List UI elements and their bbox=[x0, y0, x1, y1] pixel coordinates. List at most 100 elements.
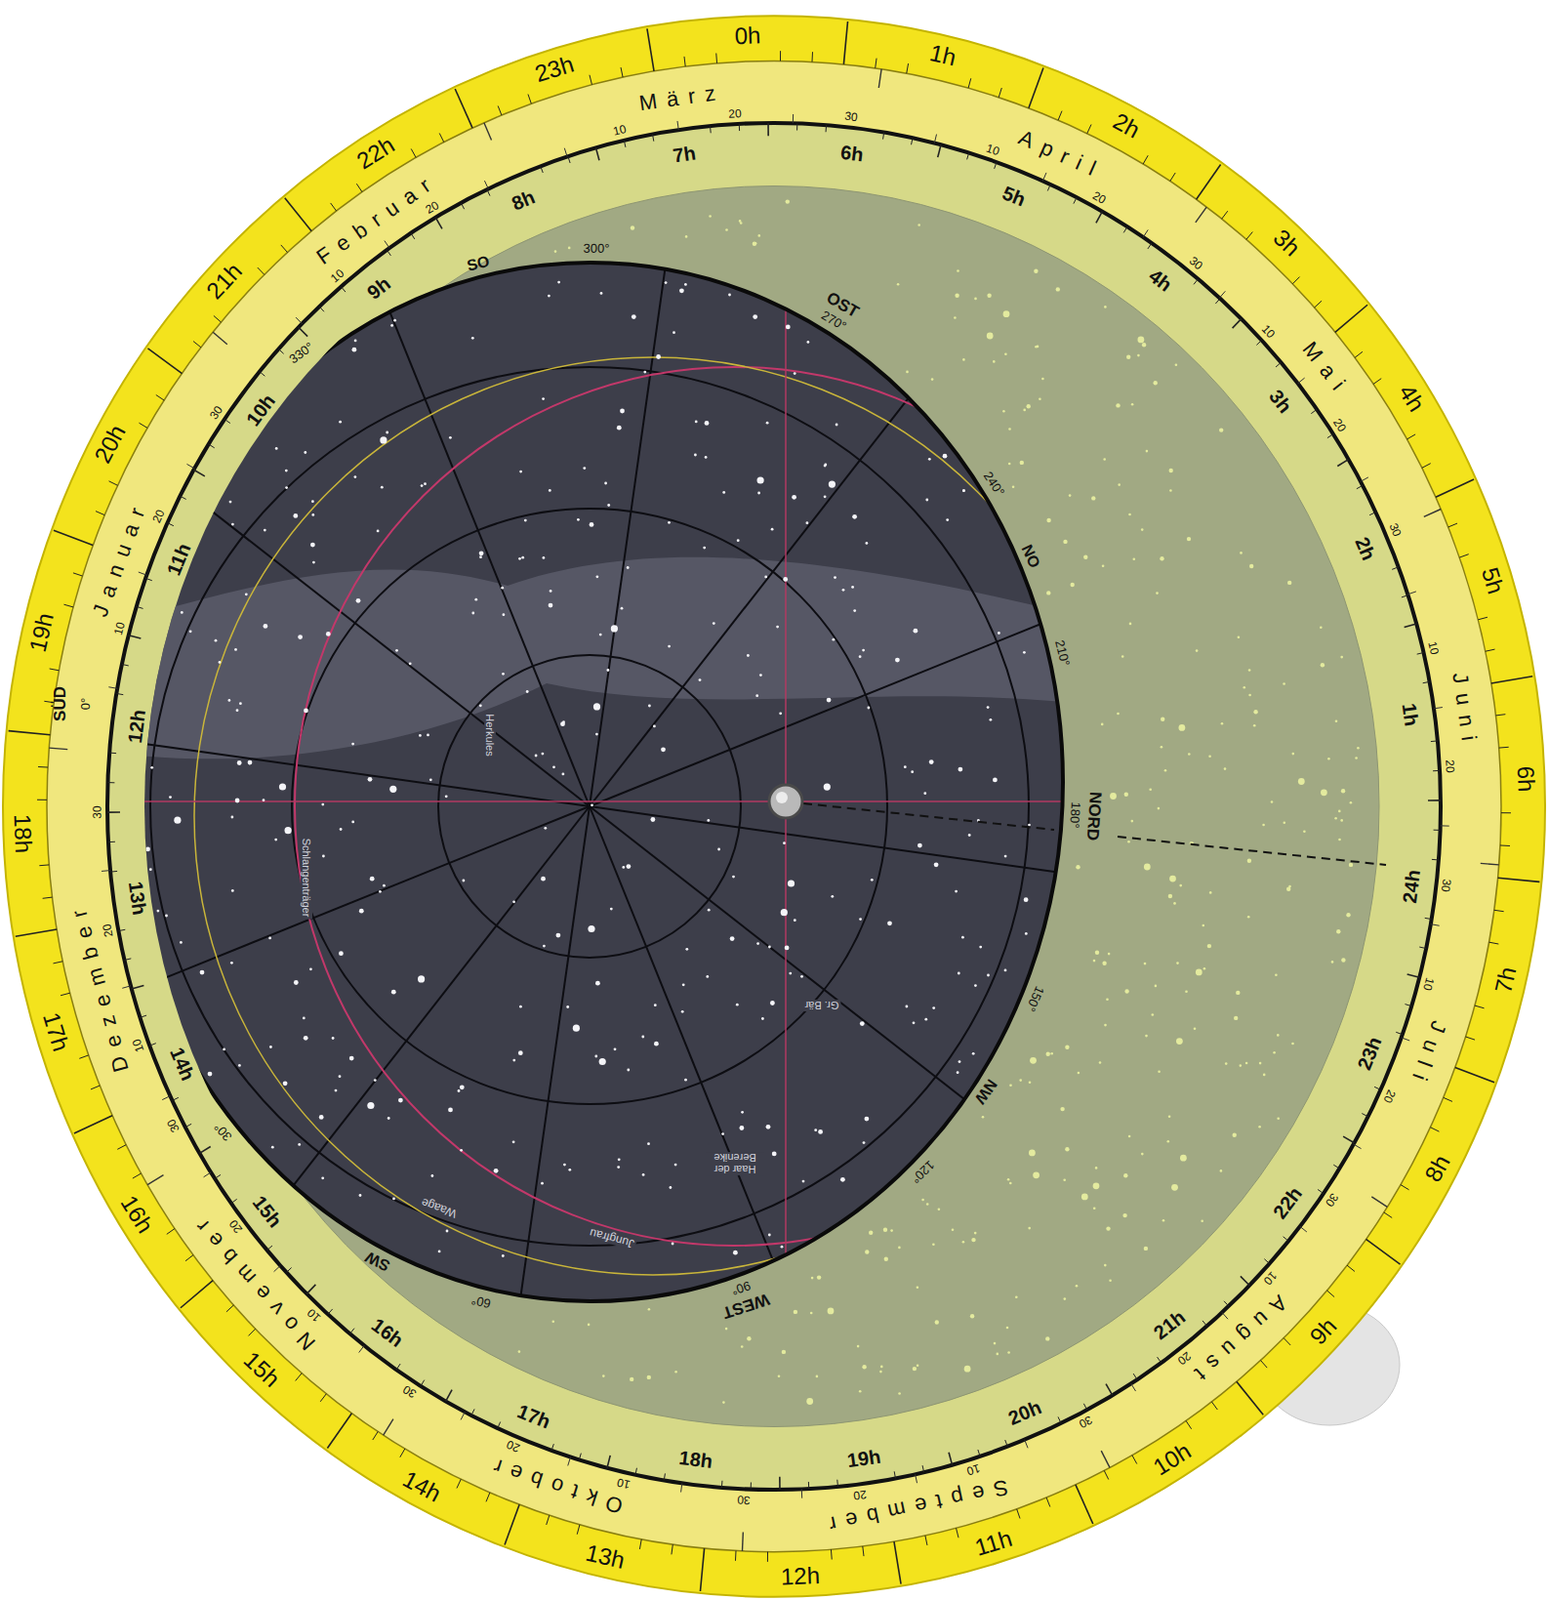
star bbox=[563, 1163, 567, 1167]
time-tick bbox=[460, 203, 464, 209]
star bbox=[619, 408, 625, 414]
star bbox=[717, 848, 721, 852]
star bbox=[607, 503, 611, 507]
star bbox=[395, 649, 399, 653]
day-tick bbox=[138, 571, 147, 575]
star bbox=[954, 293, 959, 298]
star bbox=[791, 494, 797, 500]
star bbox=[1208, 754, 1212, 758]
hour-tick bbox=[1455, 1066, 1495, 1082]
star bbox=[861, 649, 865, 653]
star bbox=[1195, 649, 1199, 653]
star bbox=[1056, 286, 1060, 291]
azimuth-label: 60° bbox=[470, 1292, 492, 1310]
star bbox=[725, 228, 729, 232]
day-label: 30 bbox=[1438, 878, 1454, 894]
time-tick bbox=[166, 523, 173, 527]
hour-tick bbox=[132, 1173, 142, 1179]
time-tick bbox=[1263, 1259, 1269, 1264]
time-tick bbox=[185, 1123, 192, 1127]
star bbox=[916, 1286, 920, 1290]
time-tick bbox=[446, 1389, 452, 1402]
azimuth-line bbox=[589, 806, 883, 1531]
star bbox=[1303, 830, 1306, 834]
milky-way bbox=[107, 557, 1074, 759]
month-boundary bbox=[1424, 509, 1441, 518]
star bbox=[446, 1229, 449, 1233]
hour-tick bbox=[486, 1492, 490, 1502]
star bbox=[828, 481, 836, 489]
hour-tick bbox=[1292, 277, 1300, 285]
star bbox=[802, 1180, 806, 1183]
star bbox=[554, 249, 558, 253]
star bbox=[945, 518, 949, 522]
star bbox=[1101, 565, 1105, 569]
hour-tick bbox=[37, 799, 47, 801]
star bbox=[1046, 518, 1051, 523]
day-tick bbox=[460, 1411, 465, 1420]
time-tick bbox=[267, 1245, 273, 1251]
hour-tick bbox=[1236, 1381, 1264, 1415]
star bbox=[587, 1323, 591, 1327]
star bbox=[1026, 404, 1031, 408]
star bbox=[1075, 1284, 1079, 1288]
star bbox=[310, 542, 316, 548]
time-tick bbox=[340, 286, 346, 292]
month-boundary bbox=[1480, 862, 1500, 865]
star bbox=[543, 826, 547, 830]
time-label: 15h bbox=[248, 1191, 287, 1232]
hour-label: 1h bbox=[927, 40, 959, 72]
hour-tick bbox=[925, 1535, 928, 1546]
star bbox=[594, 1055, 598, 1059]
star bbox=[1129, 622, 1133, 626]
star bbox=[303, 450, 307, 454]
star bbox=[730, 936, 735, 941]
star bbox=[519, 1005, 523, 1009]
time-tick bbox=[1432, 770, 1440, 772]
star bbox=[660, 746, 666, 752]
star bbox=[1168, 1115, 1172, 1119]
star bbox=[501, 1254, 505, 1258]
time-tick bbox=[883, 132, 885, 140]
star bbox=[207, 1071, 213, 1077]
star bbox=[962, 358, 966, 362]
hour-tick bbox=[699, 1548, 704, 1591]
star bbox=[971, 1237, 976, 1242]
time-label: 17h bbox=[513, 1400, 553, 1433]
time-tick bbox=[172, 1097, 179, 1101]
azimuth-label: 240° bbox=[979, 469, 1007, 499]
hour-tick bbox=[95, 511, 105, 516]
star bbox=[740, 1110, 744, 1114]
star bbox=[905, 370, 909, 374]
time-tick bbox=[738, 123, 740, 131]
star bbox=[1195, 969, 1203, 977]
star bbox=[474, 598, 478, 602]
star bbox=[1095, 950, 1100, 955]
star bbox=[1095, 1166, 1099, 1170]
star bbox=[1348, 862, 1353, 867]
star bbox=[1103, 305, 1107, 309]
star bbox=[1276, 1033, 1280, 1037]
star bbox=[685, 947, 689, 951]
star bbox=[590, 803, 594, 807]
star bbox=[378, 890, 382, 894]
star bbox=[997, 631, 1001, 635]
day-tick bbox=[1430, 924, 1440, 927]
time-label: 3h bbox=[1264, 385, 1297, 417]
star bbox=[1154, 984, 1158, 988]
hour-tick bbox=[1448, 523, 1458, 528]
time-tick bbox=[208, 444, 215, 449]
star bbox=[1160, 745, 1164, 749]
hour-tick bbox=[767, 1551, 769, 1562]
star bbox=[669, 1185, 673, 1189]
star bbox=[752, 314, 758, 320]
time-label: 12h bbox=[123, 707, 150, 744]
star bbox=[1247, 915, 1251, 919]
star bbox=[593, 702, 601, 710]
star bbox=[953, 316, 957, 320]
star bbox=[1008, 462, 1012, 466]
star bbox=[1131, 403, 1135, 407]
star bbox=[647, 1375, 652, 1380]
hour-tick bbox=[734, 1550, 737, 1561]
azimuth-line bbox=[589, 191, 1071, 807]
